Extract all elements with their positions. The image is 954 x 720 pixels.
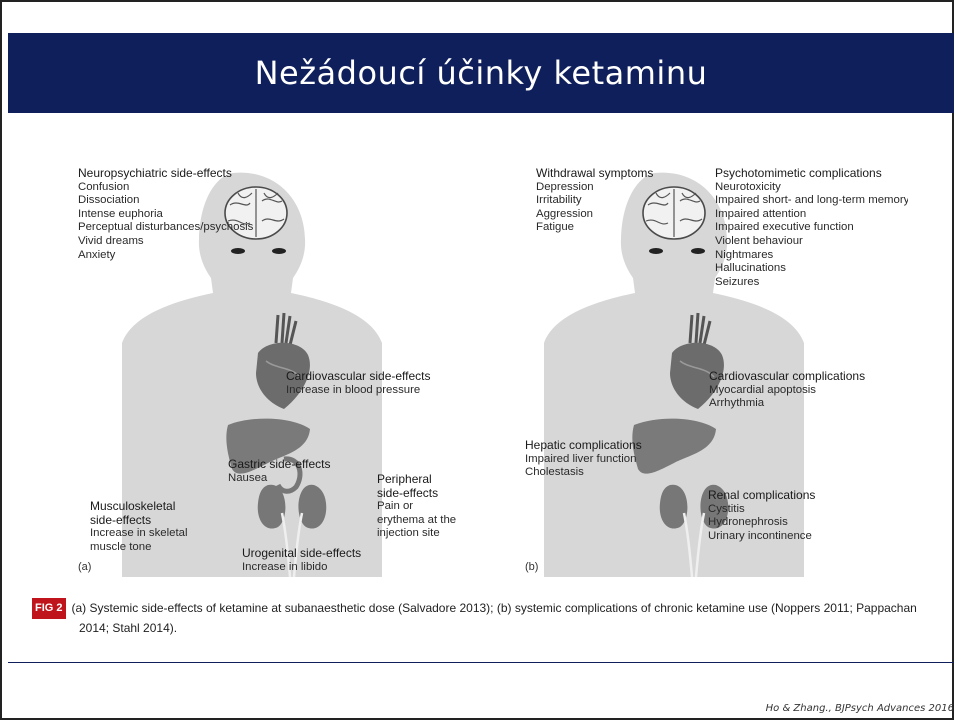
heading: Musculoskeletal xyxy=(90,500,188,514)
figure-badge: FIG 2 xyxy=(32,598,66,619)
item: Cholestasis xyxy=(525,466,642,480)
item: Anxiety xyxy=(78,249,253,263)
cardiovascular-label-b: Cardiovascular complications Myocardial … xyxy=(709,370,865,411)
item: Dissociation xyxy=(78,194,253,208)
item: Fatigue xyxy=(536,221,653,235)
item: Irritability xyxy=(536,194,653,208)
footer-divider xyxy=(8,662,954,663)
item: Cystitis xyxy=(708,503,815,517)
heading: side-effects xyxy=(377,487,456,501)
item: Arrhythmia xyxy=(709,397,865,411)
item: Nightmares xyxy=(715,249,908,263)
item: muscle tone xyxy=(90,541,188,555)
item: Hallucinations xyxy=(715,262,908,276)
item: Increase in skeletal xyxy=(90,527,188,541)
item: Perceptual disturbances/psychosis xyxy=(78,221,253,235)
neuropsychiatric-label: Neuropsychiatric side-effects Confusion … xyxy=(78,167,253,262)
item: Impaired executive function xyxy=(715,221,908,235)
heading: Withdrawal symptoms xyxy=(536,167,653,181)
heading: Urogenital side-effects xyxy=(242,547,361,561)
item: Violent behaviour xyxy=(715,235,908,249)
source-credit: Ho & Zhang., BJPsych Advances 2016 xyxy=(766,703,954,714)
item: Urinary incontinence xyxy=(708,530,815,544)
peripheral-label: Peripheral side-effects Pain or erythema… xyxy=(377,473,456,541)
heading: Gastric side-effects xyxy=(228,458,330,472)
heading: Cardiovascular side-effects xyxy=(286,370,431,384)
item: Intense euphoria xyxy=(78,208,253,222)
item: Neurotoxicity xyxy=(715,181,908,195)
withdrawal-label: Withdrawal symptoms Depression Irritabil… xyxy=(536,167,653,235)
item: Nausea xyxy=(228,472,330,486)
urogenital-label: Urogenital side-effects Increase in libi… xyxy=(242,547,361,574)
heading: Neuropsychiatric side-effects xyxy=(78,167,253,181)
musculoskeletal-label: Musculoskeletal side-effects Increase in… xyxy=(90,500,188,554)
item: Vivid dreams xyxy=(78,235,253,249)
heading: Cardiovascular complications xyxy=(709,370,865,384)
panel-letter-b: (b) xyxy=(525,561,538,573)
panel-b-complications: Withdrawal symptoms Depression Irritabil… xyxy=(522,163,908,577)
hepatic-label: Hepatic complications Impaired liver fun… xyxy=(525,439,642,480)
psychotomimetic-label: Psychotomimetic complications Neurotoxic… xyxy=(715,167,908,289)
heading: Hepatic complications xyxy=(525,439,642,453)
item: Increase in blood pressure xyxy=(286,384,431,398)
renal-label: Renal complications Cystitis Hydronephro… xyxy=(708,489,815,543)
caption-line-1: FIG 2 (a) Systemic side-effects of ketami… xyxy=(32,598,932,619)
item: Confusion xyxy=(78,181,253,195)
item: injection site xyxy=(377,527,456,541)
heading: Peripheral xyxy=(377,473,456,487)
cardiovascular-label-a: Cardiovascular side-effects Increase in … xyxy=(286,370,431,397)
item: Pain or xyxy=(377,500,456,514)
panel-letter-a: (a) xyxy=(78,561,91,573)
heading: side-effects xyxy=(90,514,188,528)
item: Aggression xyxy=(536,208,653,222)
item: Impaired liver function xyxy=(525,453,642,467)
item: Seizures xyxy=(715,276,908,290)
heading: Renal complications xyxy=(708,489,815,503)
caption-line-2: 2014; Stahl 2014). xyxy=(32,619,932,638)
item: Depression xyxy=(536,181,653,195)
item: Increase in libido xyxy=(242,561,361,575)
caption-text-1: (a) Systemic side-effects of ketamine at… xyxy=(72,601,917,615)
panel-a-side-effects: Neuropsychiatric side-effects Confusion … xyxy=(78,163,464,577)
item: erythema at the xyxy=(377,514,456,528)
gastric-label: Gastric side-effects Nausea xyxy=(228,458,330,485)
item: Impaired attention xyxy=(715,208,908,222)
heading: Psychotomimetic complications xyxy=(715,167,908,181)
item: Hydronephrosis xyxy=(708,516,815,530)
item: Myocardial apoptosis xyxy=(709,384,865,398)
title-bar: Nežádoucí účinky ketaminu xyxy=(8,33,954,113)
slide-title: Nežádoucí účinky ketaminu xyxy=(255,54,708,92)
figure-caption: FIG 2 (a) Systemic side-effects of ketami… xyxy=(32,598,932,638)
item: Impaired short- and long-term memory xyxy=(715,194,908,208)
